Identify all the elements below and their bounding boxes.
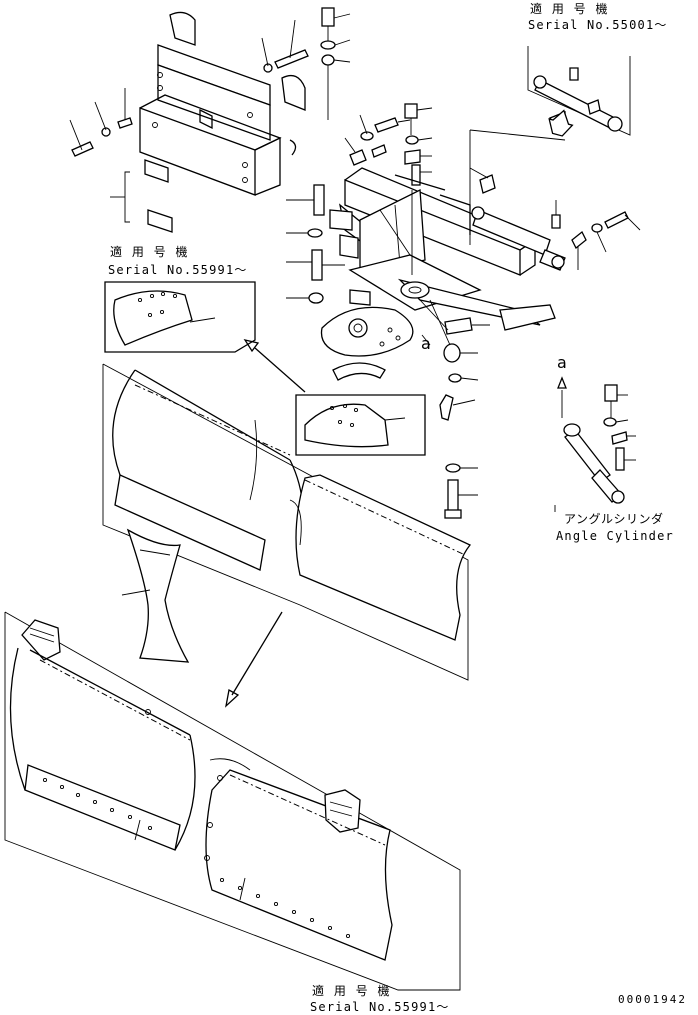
leader-lines bbox=[421, 334, 556, 512]
angle-cylinder-detail bbox=[557, 376, 636, 504]
inset-cover-plate-center bbox=[295, 394, 426, 456]
inset-cylinder-serial-55001 bbox=[527, 46, 631, 136]
view-marker-a-right: a bbox=[557, 353, 568, 372]
applicable-label-bottom: 適 用 号 機 bbox=[312, 984, 393, 998]
fasteners-left bbox=[69, 19, 309, 157]
serial-label-top-right: Serial No.55001～ bbox=[528, 18, 668, 32]
blade-assembly-upper bbox=[102, 363, 472, 681]
applicable-label-left: 適 用 号 機 bbox=[110, 245, 191, 259]
hydraulic-cylinder bbox=[469, 129, 641, 271]
center-left-parts bbox=[286, 184, 345, 304]
angle-frame bbox=[329, 167, 556, 331]
cutting-edge-holes bbox=[42, 777, 351, 939]
drawing-number: 00001942 bbox=[618, 993, 687, 1006]
angle-cylinder-label-jp: アングルシリンダ bbox=[564, 512, 664, 526]
serial-label-left: Serial No.55991～ bbox=[108, 263, 248, 277]
frame-assembly bbox=[110, 11, 306, 233]
fasteners-top-center bbox=[320, 7, 433, 186]
center-bracket-piece bbox=[121, 528, 190, 663]
arrow-to-inset bbox=[548, 109, 574, 137]
view-marker-a-center: a bbox=[421, 334, 432, 353]
applicable-label-top-right: 適 用 号 機 bbox=[530, 2, 611, 16]
arrow-between-insets bbox=[243, 339, 306, 393]
pivot-plate bbox=[320, 289, 414, 381]
blade-assembly-lower bbox=[4, 611, 461, 991]
angle-cylinder-label-en: Angle Cylinder bbox=[556, 529, 674, 543]
inset-cover-plate-left bbox=[104, 281, 256, 353]
center-lower-parts bbox=[419, 299, 490, 519]
arrow-to-lower-blade bbox=[225, 611, 283, 708]
serial-label-bottom: Serial No.55991～ bbox=[310, 1000, 450, 1014]
